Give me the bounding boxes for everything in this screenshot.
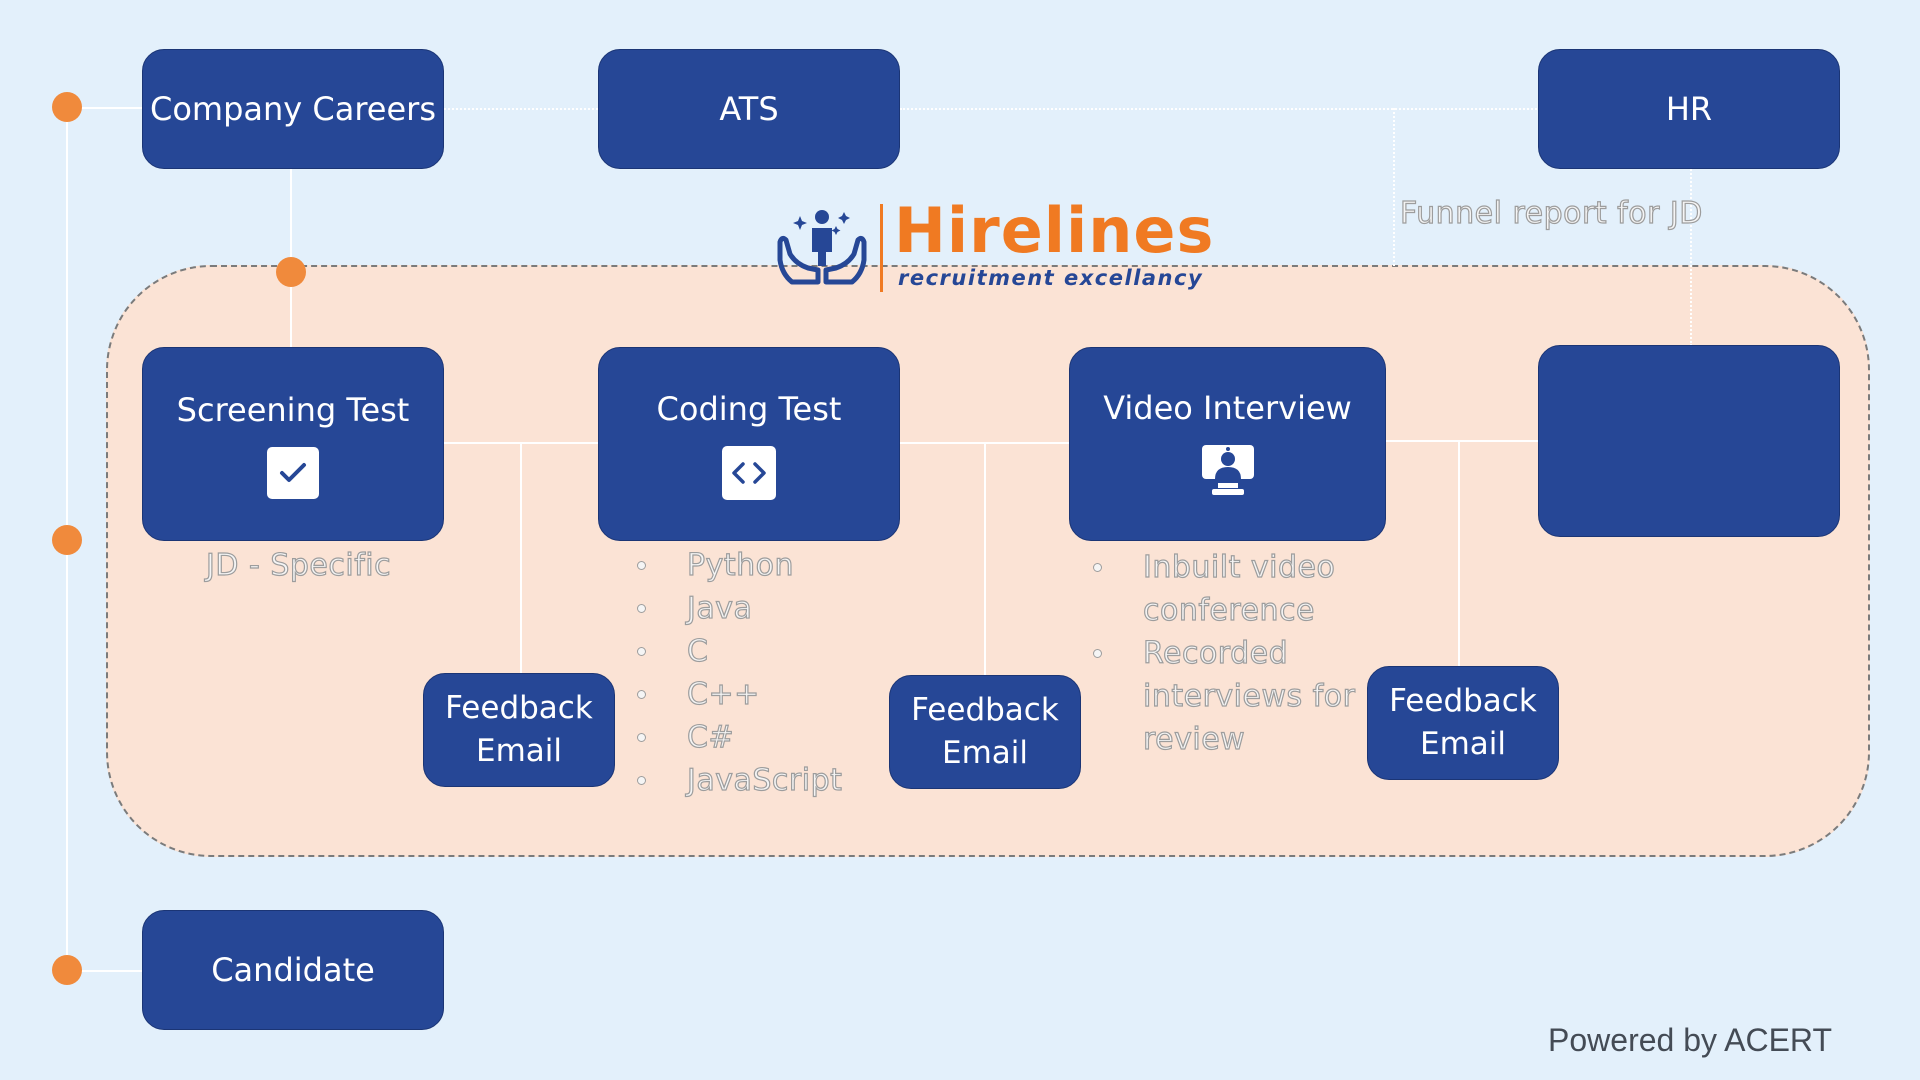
video-interview-label: Video Interview	[1103, 389, 1352, 427]
hr-drop-link	[1690, 166, 1692, 346]
powered-by-footer: Powered by ACERT	[1548, 1022, 1832, 1058]
candidate-box: Candidate	[142, 910, 444, 1030]
video-feature-line: Recorded	[1142, 635, 1289, 671]
company-careers-label: Company Careers	[149, 90, 436, 128]
ats-label: ATS	[719, 90, 779, 128]
feedback-label-line2: Email	[941, 735, 1028, 771]
language-item: Java	[637, 587, 842, 630]
video-feature-item: Inbuilt video conference	[1093, 546, 1355, 632]
feedback-one-line	[520, 442, 522, 674]
feedback-label-line1: Feedback	[1389, 683, 1537, 719]
language-item: C	[637, 630, 842, 673]
platform-entry-dot	[276, 257, 306, 287]
video-feature-line: review	[1142, 721, 1246, 757]
logo-divider	[880, 204, 883, 292]
video-feature-line: Inbuilt video	[1142, 549, 1336, 585]
video-features-list: Inbuilt video conference Recorded interv…	[1093, 546, 1356, 761]
language-item: C#	[637, 716, 842, 759]
webcam-person-icon	[1200, 443, 1256, 501]
timeline-dot-middle	[52, 525, 82, 555]
video-feature-line: conference	[1142, 592, 1315, 628]
video-feature-item: Recorded interviews for review	[1093, 632, 1356, 761]
company-careers-box: Company Careers	[142, 49, 444, 169]
feedback-three-line	[1458, 440, 1460, 666]
feedback-two-line	[984, 442, 986, 676]
video-hr-connector	[1386, 440, 1540, 442]
screening-test-label: Screening Test	[176, 391, 410, 429]
hr-label: HR	[1665, 90, 1713, 128]
timeline-connector-careers	[68, 107, 142, 109]
brand-name: Hirelines	[894, 194, 1215, 267]
language-item: JavaScript	[637, 759, 842, 802]
feedback-email-box: Feedback Email	[423, 673, 615, 787]
timeline-dot-top	[52, 92, 82, 122]
ats-box: ATS	[598, 49, 900, 169]
careers-ats-link	[444, 108, 598, 110]
hr-stage-box	[1538, 345, 1840, 537]
screening-test-box: Screening Test	[142, 347, 444, 541]
feedback-email-box: Feedback Email	[1367, 666, 1559, 780]
funnel-report-note: Funnel report for JD	[1399, 195, 1703, 231]
coding-test-label: Coding Test	[656, 390, 842, 428]
hr-box: HR	[1538, 49, 1840, 169]
screening-note: JD - Specific	[205, 547, 392, 583]
language-item: Python	[637, 544, 842, 587]
candidate-label: Candidate	[211, 951, 375, 989]
feedback-label-line2: Email	[1419, 726, 1506, 762]
hirelines-logo: Hirelines recruitment excellancy	[774, 194, 1213, 296]
coding-languages-list: Python Java C C++ C# JavaScript	[637, 544, 842, 802]
ats-hr-link	[900, 108, 1540, 110]
coding-test-box: Coding Test	[598, 347, 900, 541]
feedback-label-line1: Feedback	[445, 690, 593, 726]
funnel-report-link	[1393, 108, 1395, 266]
video-feature-line: interviews for	[1142, 678, 1356, 714]
video-interview-box: Video Interview	[1069, 347, 1386, 541]
timeline-dot-bottom	[52, 955, 82, 985]
language-item: C++	[637, 673, 842, 716]
timeline-connector-candidate	[68, 970, 142, 972]
feedback-email-box: Feedback Email	[889, 675, 1081, 789]
hands-person-icon	[777, 210, 867, 285]
code-brackets-icon	[722, 446, 776, 500]
checkbox-icon	[267, 447, 319, 499]
feedback-label-line1: Feedback	[911, 692, 1059, 728]
feedback-label-line2: Email	[475, 733, 562, 769]
brand-tagline: recruitment excellancy	[898, 266, 1204, 290]
